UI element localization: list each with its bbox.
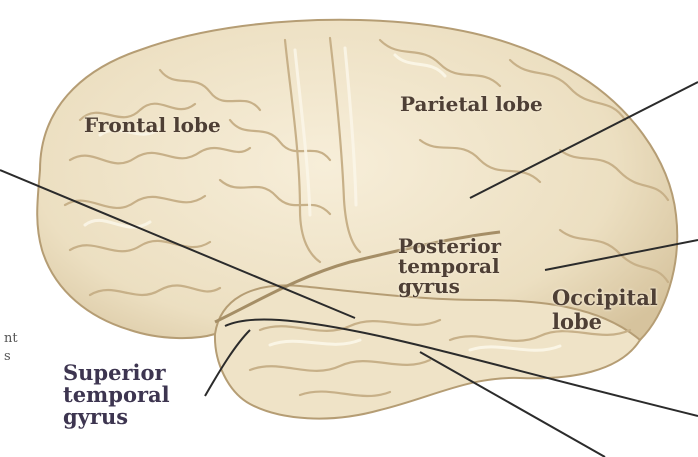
occipital-lobe-line-2: lobe bbox=[552, 310, 658, 334]
posterior-temporal-gyrus-line-2: temporal bbox=[398, 256, 501, 276]
cut-off-left-label: nt s bbox=[4, 330, 18, 366]
posterior-temporal-gyrus-label: Posterior temporal gyrus bbox=[398, 236, 501, 296]
posterior-temporal-gyrus-line-1: Posterior bbox=[398, 236, 501, 256]
occipital-lobe-line-1: Occipital bbox=[552, 286, 658, 310]
parietal-lobe-label: Parietal lobe bbox=[400, 94, 543, 114]
cut-off-fragment-1: nt bbox=[4, 330, 18, 348]
superior-temporal-gyrus-line-2: temporal bbox=[63, 384, 170, 406]
frontal-lobe-label: Frontal lobe bbox=[84, 115, 221, 135]
posterior-temporal-gyrus-line-3: gyrus bbox=[398, 276, 501, 296]
superior-temporal-gyrus-line-1: Superior bbox=[63, 362, 170, 384]
superior-temporal-gyrus-line-3: gyrus bbox=[63, 406, 170, 428]
superior-temporal-gyrus-label: Superior temporal gyrus bbox=[63, 362, 170, 428]
cut-off-fragment-2: s bbox=[4, 348, 18, 366]
occipital-lobe-label: Occipital lobe bbox=[552, 286, 658, 334]
